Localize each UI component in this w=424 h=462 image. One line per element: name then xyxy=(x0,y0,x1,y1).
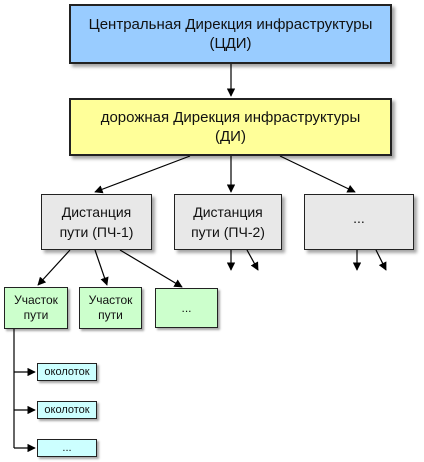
central-directorate-name: Центральная Дирекция инфраструктуры xyxy=(88,16,373,33)
section-box-3: ... xyxy=(155,288,218,328)
central-directorate-box: Центральная Дирекция инфраструктуры (ЦДИ… xyxy=(69,4,392,64)
distance-2-line2: пути (ПЧ-2) xyxy=(191,224,265,240)
section-2-line2: пути xyxy=(98,308,123,322)
distance-1-line1: Дистанция xyxy=(61,204,132,220)
arrow-distance-to-section-1 xyxy=(37,249,71,286)
section-1-line1: Участок xyxy=(14,293,58,307)
crew-2-label: околоток xyxy=(44,403,90,416)
road-directorate-abbr: (ДИ) xyxy=(215,128,246,145)
arrow-distance-to-section-3 xyxy=(119,249,183,288)
stub-arrow-distance-2-b xyxy=(246,249,259,271)
arrow-road-to-distance-3 xyxy=(279,155,356,193)
distance-3-ellipsis: ... xyxy=(353,210,365,226)
section-1-line2: пути xyxy=(23,308,49,322)
distance-box-3: ... xyxy=(304,194,414,250)
section-3-ellipsis: ... xyxy=(181,300,192,315)
stub-arrow-distance-3-b xyxy=(375,249,387,271)
section-box-1: Участок пути xyxy=(4,287,68,329)
crew-1-label: околоток xyxy=(44,365,90,378)
section-box-2: Участок пути xyxy=(79,287,142,329)
crew-box-3: ... xyxy=(37,439,97,457)
crew-box-1: околоток xyxy=(37,363,97,381)
section-2-line1: Участок xyxy=(88,293,133,307)
arrow-road-to-distance-1 xyxy=(94,155,191,194)
arrow-distance-to-section-2 xyxy=(94,249,109,286)
distance-box-1: Дистанция пути (ПЧ-1) xyxy=(41,194,152,250)
crew-3-ellipsis: ... xyxy=(62,441,72,454)
central-directorate-abbr: (ЦДИ) xyxy=(209,35,252,52)
road-directorate-box: дорожная Дирекция инфраструктуры (ДИ) xyxy=(69,98,392,156)
distance-1-line2: пути (ПЧ-1) xyxy=(59,224,134,240)
road-directorate-name: дорожная Дирекция инфраструктуры xyxy=(100,109,361,126)
crew-box-2: околоток xyxy=(37,401,97,419)
distance-2-line1: Дистанция xyxy=(193,204,263,220)
distance-box-2: Дистанция пути (ПЧ-2) xyxy=(174,194,282,250)
